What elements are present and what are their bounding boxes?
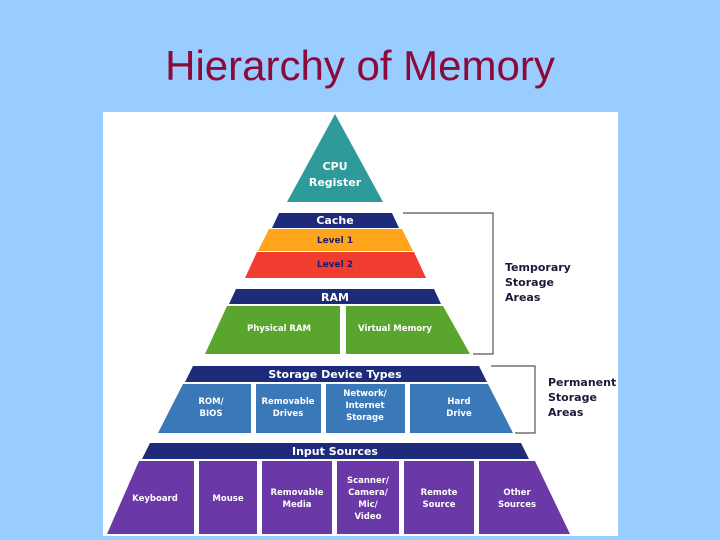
- ram-header-bar: [229, 289, 441, 304]
- permanent-label-3: Areas: [548, 406, 584, 419]
- hard-label-2: Drive: [446, 409, 472, 419]
- input-header: Input Sources: [292, 445, 378, 458]
- cache-level1-label: Level 1: [317, 236, 353, 246]
- network-storage-block: [326, 384, 405, 433]
- removable-media-label-1: Removable: [270, 488, 323, 498]
- ram-header: RAM: [321, 291, 349, 304]
- network-label-3: Storage: [346, 413, 384, 423]
- cache-level1-band: [258, 229, 413, 251]
- storage-header-bar: [185, 366, 487, 382]
- register-label: Register: [309, 176, 362, 189]
- permanent-label-1: Permanent: [548, 376, 616, 389]
- network-label-2: Internet: [345, 401, 384, 411]
- temporary-label-1: Temporary: [505, 261, 571, 274]
- removable-media-label-2: Media: [283, 500, 312, 510]
- network-label-1: Network/: [343, 389, 387, 399]
- remote-source-block: [404, 461, 474, 534]
- keyboard-label: Keyboard: [132, 494, 178, 504]
- virtual-memory-label: Virtual Memory: [358, 324, 432, 334]
- removable-drives-label-1: Removable: [261, 397, 314, 407]
- cache-level2-label: Level 2: [317, 260, 353, 270]
- removable-drives-block: [256, 384, 321, 433]
- hard-drive-block: [410, 384, 513, 433]
- storage-header: Storage Device Types: [268, 368, 402, 381]
- bios-label: BIOS: [200, 409, 223, 419]
- scanner-label-4: Video: [354, 512, 381, 522]
- physical-ram-block: [205, 306, 340, 354]
- other-sources-block: [479, 461, 570, 534]
- scanner-label-2: Camera/: [348, 488, 389, 498]
- cpu-register-tier: [287, 114, 383, 202]
- input-header-bar: [142, 443, 529, 459]
- cache-header: Cache: [316, 214, 353, 227]
- permanent-label-2: Storage: [548, 391, 597, 404]
- other-label-1: Other: [503, 488, 531, 498]
- rom-bios-block: [158, 384, 251, 433]
- rom-label: ROM/: [198, 397, 224, 407]
- scanner-label-1: Scanner/: [347, 476, 390, 486]
- cache-header-bar: [272, 213, 399, 228]
- remote-label-2: Source: [422, 500, 455, 510]
- slide-title: Hierarchy of Memory: [165, 42, 555, 89]
- other-label-2: Sources: [498, 500, 536, 510]
- hard-label-1: Hard: [447, 397, 470, 407]
- mouse-label: Mouse: [212, 494, 243, 504]
- virtual-memory-block: [346, 306, 470, 354]
- remote-label-1: Remote: [421, 488, 458, 498]
- mouse-block: [199, 461, 257, 534]
- permanent-bracket: [491, 365, 536, 434]
- temporary-bracket: [403, 212, 494, 355]
- temporary-label-2: Storage: [505, 276, 554, 289]
- cpu-label: CPU: [322, 160, 347, 173]
- removable-media-block: [262, 461, 332, 534]
- temporary-label-3: Areas: [505, 291, 541, 304]
- scanner-label-3: Mic/: [358, 500, 378, 510]
- memory-pyramid: CPU Register Cache Level 1 Level 2 RAM P…: [107, 114, 616, 534]
- cache-level2-band: [245, 252, 426, 278]
- keyboard-block: [107, 461, 194, 534]
- physical-ram-label: Physical RAM: [247, 324, 311, 334]
- removable-drives-label-2: Drives: [273, 409, 304, 419]
- scanner-block: [337, 461, 399, 534]
- diagram-panel: CPU Register Cache Level 1 Level 2 RAM P…: [103, 112, 618, 536]
